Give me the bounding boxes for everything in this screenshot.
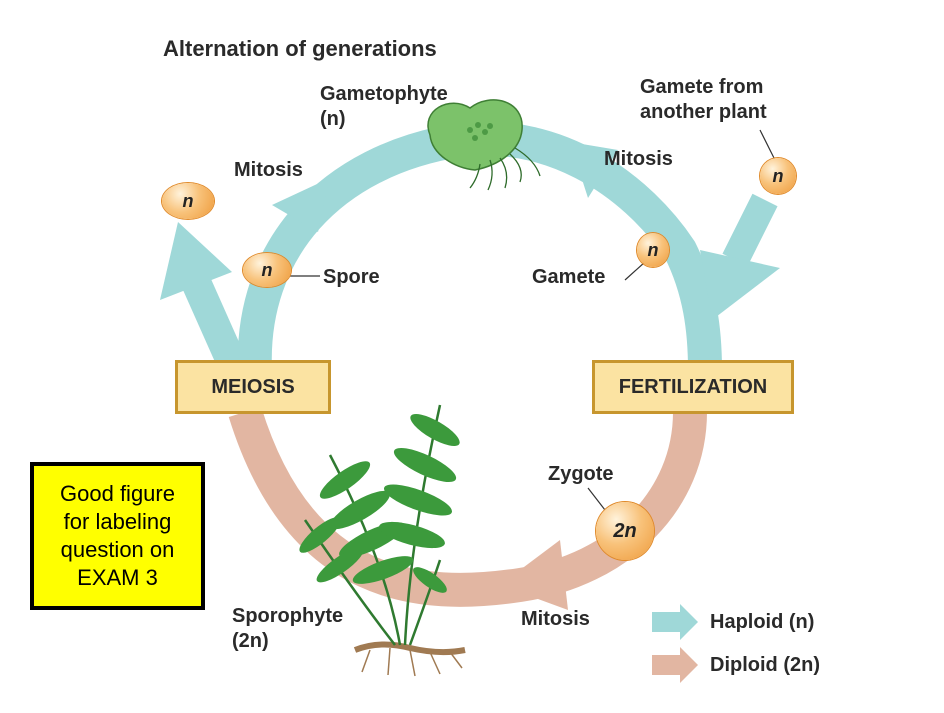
sporophyte-label: Sporophyte (2n) xyxy=(232,604,343,654)
zygote-leader xyxy=(587,487,606,511)
other-gamete-cell: n xyxy=(760,158,796,194)
meiosis-branch-arrow xyxy=(181,273,249,377)
zygote-cell: 2n xyxy=(596,502,654,560)
note-line1: Good figure xyxy=(60,481,175,506)
zygote-label: Zygote xyxy=(548,463,614,485)
sporophyte-label-text: Sporophyte xyxy=(232,605,344,627)
sporophyte-illustration xyxy=(299,404,466,677)
note-line3: question on xyxy=(60,537,175,562)
legend-haploid-arrow xyxy=(652,604,698,640)
diagram-title: Alternation of generations xyxy=(163,36,437,61)
gamete-cell: n xyxy=(637,233,669,267)
gamete-from-another-plant-label: Gamete from another plant xyxy=(640,75,767,125)
note-line2: for labeling xyxy=(63,509,172,534)
meiosis-branch-arrowhead xyxy=(160,222,232,300)
other-gamete-leader xyxy=(759,129,776,161)
gamete-leader xyxy=(624,261,646,281)
gametophyte-label-text: Gametophyte xyxy=(320,83,448,105)
external-gamete-arrowhead xyxy=(700,250,780,320)
gametophyte-illustration xyxy=(427,99,541,191)
external-gamete-arrow xyxy=(722,193,778,267)
haploid-arrowhead-right xyxy=(570,142,618,198)
haploid-cycle-arc xyxy=(237,121,722,371)
diploid-cycle-arc xyxy=(228,406,707,607)
gamete-label: Gamete xyxy=(532,266,606,288)
sporophyte-ploidy: (2n) xyxy=(232,630,269,652)
diploid-arrowhead xyxy=(500,540,568,610)
legend-haploid-label: Haploid (n) xyxy=(710,611,815,633)
exam-note: Good figure for labeling question on EXA… xyxy=(30,462,205,610)
legend-diploid-label: Diploid (2n) xyxy=(710,654,820,676)
gametophyte-ploidy: (n) xyxy=(320,108,346,130)
note-line4: EXAM 3 xyxy=(77,565,158,590)
mitosis-bottom-label: Mitosis xyxy=(521,608,590,630)
gametophyte-label: Gametophyte (n) xyxy=(320,82,448,132)
haploid-cell-meiosis: n xyxy=(162,183,214,219)
gamete-other-line1: Gamete from xyxy=(640,76,764,98)
fertilization-box: FERTILIZATION xyxy=(592,360,794,414)
gamete-other-line2: another plant xyxy=(640,101,767,123)
legend-diploid-arrow xyxy=(652,647,698,683)
mitosis-right-label: Mitosis xyxy=(604,148,673,170)
mitosis-left-label: Mitosis xyxy=(234,159,303,181)
meiosis-box: MEIOSIS xyxy=(175,360,331,414)
spore-label: Spore xyxy=(323,266,380,288)
spore-cell: n xyxy=(243,253,291,287)
haploid-arrowhead-left xyxy=(272,178,330,232)
